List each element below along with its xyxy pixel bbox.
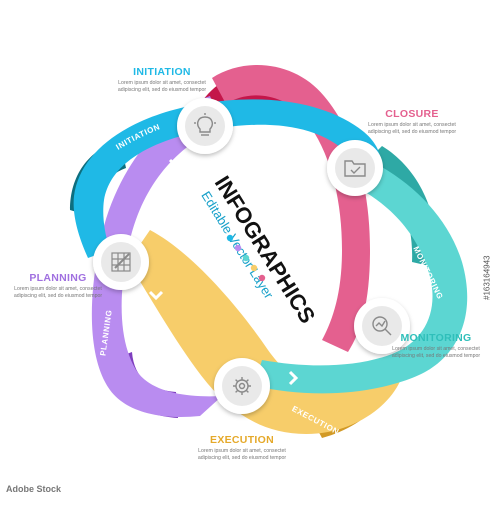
step-text-execution-1: Lorem ipsum dolor sit amet, consectet: [198, 448, 286, 454]
monitoring-band: [254, 150, 468, 394]
stock-logo: Adobe Stock: [6, 484, 62, 494]
step-block-closure: CLOSURE Lorem ipsum dolor sit amet, cons…: [354, 108, 470, 135]
color-dot: [250, 264, 258, 272]
step-text-initiation-1: Lorem ipsum dolor sit amet, consectet: [118, 80, 206, 86]
step-title-monitoring: MONITORING: [400, 332, 472, 344]
initiation-band: [73, 99, 382, 259]
step-block-planning: PLANNING Lorem ipsum dolor sit amet, con…: [2, 272, 114, 299]
planning-band: [91, 96, 222, 417]
step-text-closure-1: Lorem ipsum dolor sit amet, consectet: [368, 122, 456, 128]
step-title-planning: PLANNING: [29, 272, 87, 284]
color-dot: [242, 254, 250, 262]
step-title-execution: EXECUTION: [210, 434, 274, 446]
execution-band: [128, 230, 404, 434]
chevron-icon-initiation: [168, 158, 184, 169]
step-text-planning-2: adipiscing elit, sed do eiusmod tempor: [13, 292, 103, 299]
node-execution: [214, 358, 270, 414]
node-initiation: [177, 98, 233, 154]
folder-check-icon: [344, 160, 366, 177]
node-planning: [93, 234, 149, 290]
step-text-planning-1: Lorem ipsum dolor sit amet, consectet: [14, 286, 102, 292]
gear-icon: [233, 377, 251, 395]
chevron-icon-closure: [303, 148, 314, 164]
node-monitoring: [354, 298, 410, 354]
chevron-icon-planning: [148, 290, 164, 301]
color-dot: [234, 244, 242, 252]
step-text-execution-2: adipiscing elit, sed do eiusmod tempor: [197, 454, 287, 461]
lightbulb-icon: [194, 113, 216, 136]
step-title-initiation: INITIATION: [133, 66, 191, 78]
color-dot: [258, 274, 266, 282]
node-closure: [327, 140, 383, 196]
color-dot: [226, 234, 234, 242]
step-block-execution: EXECUTION Lorem ipsum dolor sit amet, co…: [184, 434, 300, 461]
step-text-monitoring-1: Lorem ipsum dolor sit amet, consectet: [392, 346, 480, 352]
chevron-icon-execution: [288, 370, 299, 386]
color-dots: [226, 234, 266, 282]
step-text-initiation-2: adipiscing elit, sed do eiusmod tempor: [117, 86, 207, 93]
step-text-monitoring-2: adipiscing elit, sed do eiusmod tempor: [391, 352, 481, 359]
magnifier-chart-icon: [372, 316, 392, 336]
step-block-initiation: INITIATION Lorem ipsum dolor sit amet, c…: [104, 66, 220, 93]
chevron-icon-monitoring: [368, 273, 384, 284]
step-title-closure: CLOSURE: [385, 108, 439, 120]
stock-id-watermark: #163164943: [482, 255, 491, 301]
step-block-monitoring: MONITORING Lorem ipsum dolor sit amet, c…: [374, 332, 498, 359]
grid-pencil-icon: [111, 252, 131, 272]
step-text-closure-2: adipiscing elit, sed do eiusmod tempor: [367, 128, 457, 135]
